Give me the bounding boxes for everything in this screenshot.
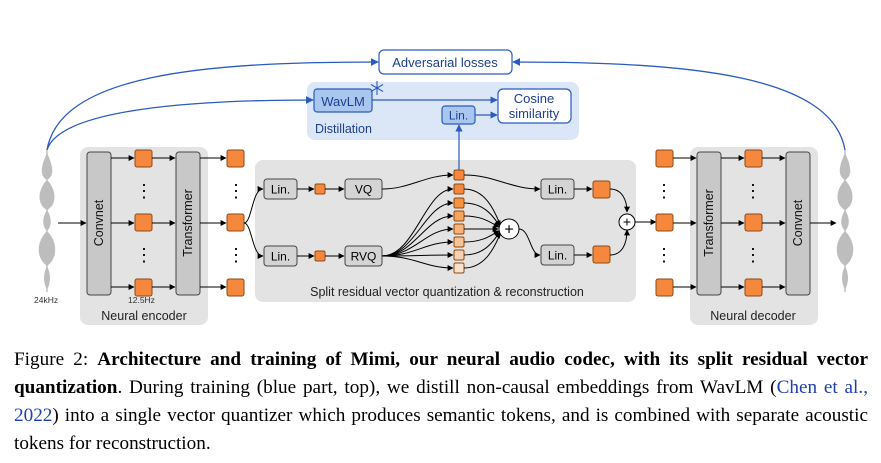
decoder-token-column-2: [721, 149, 786, 297]
sum-to-lin-arrow: [518, 228, 541, 258]
token: [226, 278, 245, 297]
token: [453, 169, 465, 181]
token: [655, 278, 674, 297]
token: [314, 250, 326, 262]
sum-input-arrows: [463, 188, 502, 269]
split-arrow-bottom: [243, 222, 264, 259]
vq-to-token-arrow: [381, 172, 454, 190]
encoder-transformer-label: Transformer: [181, 189, 195, 257]
wavlm-arc: [46, 96, 314, 151]
arrow: [609, 188, 630, 213]
ellipsis: ⋮: [135, 245, 153, 265]
recon-lin-top-label: Lin.: [548, 183, 567, 197]
neural-decoder-label: Neural decoder: [710, 309, 795, 323]
rvq-fanout-arrows: [381, 186, 454, 271]
token: [453, 223, 465, 235]
citation-link[interactable]: Chen et al., 2022: [14, 377, 868, 426]
adversarial-losses-box: [378, 49, 513, 75]
token: [226, 149, 245, 168]
token: [453, 262, 465, 274]
token: [314, 183, 326, 195]
adversarial-arc-left: [46, 58, 379, 151]
encoder-convnet-label: Convnet: [92, 199, 106, 246]
cosine-label-1: Cosine: [514, 91, 554, 106]
semantic-lin-label: Lin.: [271, 183, 290, 197]
caption-text-1: . During training (blue part, top), we d…: [117, 377, 777, 398]
adversarial-losses-label: Adversarial losses: [392, 55, 498, 70]
ellipsis: ⋮: [227, 181, 245, 201]
split-rvq-title: Split residual vector quantization & rec…: [310, 285, 584, 299]
waveform-icon: [38, 150, 56, 292]
caption-text-2: ) into a single vector quantizer which p…: [14, 405, 868, 454]
neural-encoder-label: Neural encoder: [101, 309, 186, 323]
rvq-label: RVQ: [351, 250, 377, 264]
architecture-diagram: Adversarial losses WavLM Cosine similari…: [34, 49, 854, 325]
distillation-label: Distillation: [315, 122, 372, 136]
decoder-convnet-label: Convnet: [791, 199, 805, 246]
split-rvq-panel: [255, 160, 636, 302]
quantized-token-stack: [453, 169, 465, 274]
encoder-token-column-2: [200, 149, 245, 297]
ellipsis: ⋮: [744, 245, 762, 265]
input-rate-label: 24kHz: [34, 295, 58, 305]
token: [744, 213, 763, 232]
distill-lin-label: Lin.: [449, 109, 468, 123]
recon-lin-bottom-label: Lin.: [548, 249, 567, 263]
token: [453, 210, 465, 222]
wavlm-label: WavLM: [321, 94, 365, 109]
adversarial-arc-right: [512, 58, 846, 151]
token: [134, 149, 153, 168]
vq-label: VQ: [355, 183, 372, 197]
split-arrow-top: [243, 186, 264, 224]
snowflake-icon: [370, 81, 384, 95]
arrow: [609, 229, 630, 256]
encoder-token-column-1: [111, 149, 176, 297]
token: [453, 236, 465, 248]
token: [226, 213, 245, 232]
ellipsis: ⋮: [655, 181, 673, 201]
ellipsis: ⋮: [744, 181, 762, 201]
decoder-token-column-1: [655, 149, 697, 297]
figure-caption: Figure 2: Architecture and training of M…: [14, 346, 868, 458]
caption-title: Architecture and training of Mimi, our n…: [14, 349, 868, 398]
ellipsis: ⋮: [135, 181, 153, 201]
cosine-similarity-box: [497, 88, 572, 124]
token: [134, 213, 153, 232]
cosine-label-2: similarity: [509, 106, 560, 121]
vq-token-to-lin-arrow-2: [463, 174, 541, 192]
token: [592, 180, 611, 199]
final-sum-plus: +: [623, 214, 631, 230]
sum-node-plus: +: [504, 222, 513, 239]
token: [744, 278, 763, 297]
frame-rate-label: 12.5Hz: [128, 295, 155, 305]
token: [453, 197, 465, 209]
ellipsis: ⋮: [227, 245, 245, 265]
ellipsis: ⋮: [655, 245, 673, 265]
waveform-icon: [836, 150, 854, 292]
token: [453, 183, 465, 195]
token: [655, 213, 674, 232]
acoustic-lin-label: Lin.: [271, 250, 290, 264]
token: [592, 245, 611, 264]
token: [744, 149, 763, 168]
caption-label: Figure 2:: [14, 349, 89, 370]
token: [453, 249, 465, 261]
token: [655, 149, 674, 168]
decoder-transformer-label: Transformer: [702, 189, 716, 257]
token: [134, 278, 153, 297]
